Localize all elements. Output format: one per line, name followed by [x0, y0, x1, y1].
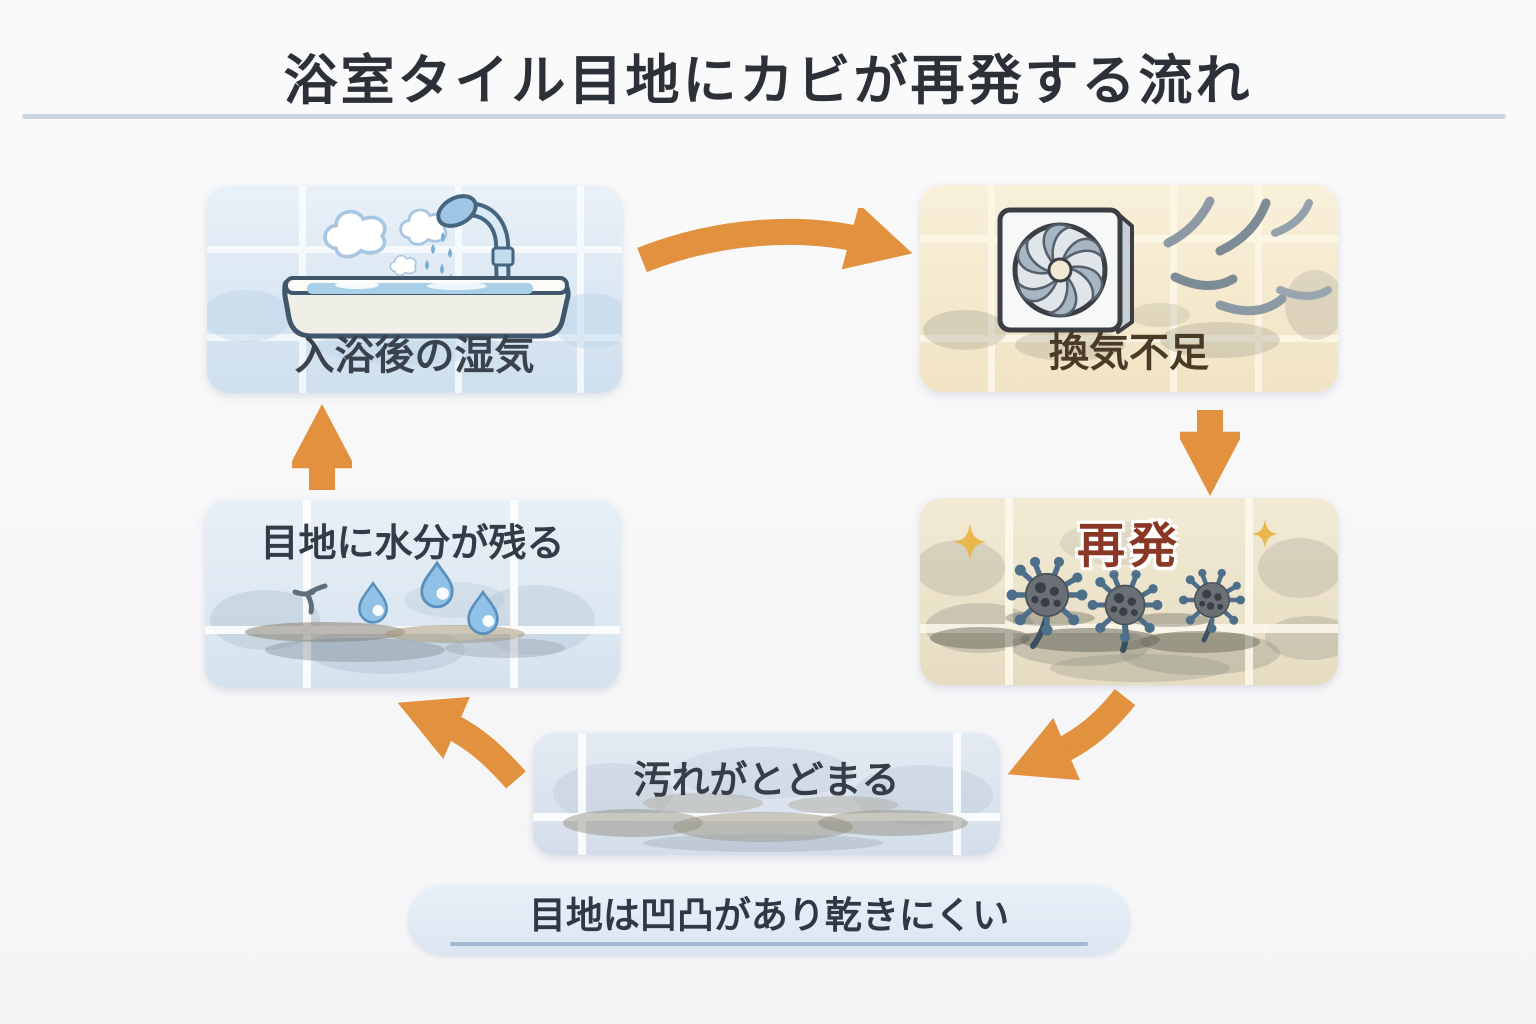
node-label: 再発	[1076, 518, 1181, 574]
node-label: 目地に水分が残る	[260, 521, 565, 565]
droplet-illustration	[205, 500, 620, 688]
fan-illustration	[920, 185, 1338, 392]
title-divider	[22, 114, 1506, 119]
arrow-ventilation-to-recurrence-icon	[1180, 410, 1240, 496]
airflow-lines-icon	[1163, 196, 1332, 316]
grout-crack-icon	[292, 583, 328, 615]
water-droplet-icon	[420, 561, 454, 609]
node-poor-ventilation: 換気不足	[920, 185, 1338, 392]
mold-spore-icon	[1007, 557, 1088, 649]
mold-spore-icon	[1179, 569, 1245, 643]
mold-spore-icon	[1088, 570, 1163, 653]
node-dirt-stays: 汚れがとどまる	[533, 733, 1000, 855]
node-recurrence: 再発	[920, 498, 1338, 685]
water-droplet-icon	[358, 582, 388, 624]
mold-illustration	[920, 498, 1338, 685]
note-pill: 目地は凹凸があり乾きにくい	[408, 885, 1130, 955]
arrow-recurrence-to-dirt-icon	[1007, 688, 1136, 781]
node-bath-humidity: 入浴後の湿気	[207, 186, 622, 393]
arrow-bath-to-ventilation-icon	[637, 208, 913, 273]
arrow-dirt-to-moisture-icon	[397, 696, 526, 789]
grime-illustration	[533, 733, 1000, 855]
note-label: 目地は凹凸があり乾きにくい	[528, 894, 1010, 937]
shower-head-icon	[436, 194, 515, 314]
node-label: 汚れがとどまる	[633, 758, 900, 802]
page-title: 浴室タイル目地にカビが再発する流れ	[283, 49, 1253, 112]
exhaust-fan-icon	[997, 207, 1134, 334]
arrow-moisture-to-bath-icon	[292, 404, 352, 490]
node-label: 入浴後の湿気	[294, 333, 535, 379]
node-moisture-remains: 目地に水分が残る	[205, 500, 620, 688]
bathtub-icon	[282, 276, 571, 339]
node-label: 換気不足	[1049, 330, 1209, 376]
note-underline	[450, 942, 1088, 946]
bath-illustration	[207, 186, 622, 393]
grout-grime	[563, 793, 968, 852]
